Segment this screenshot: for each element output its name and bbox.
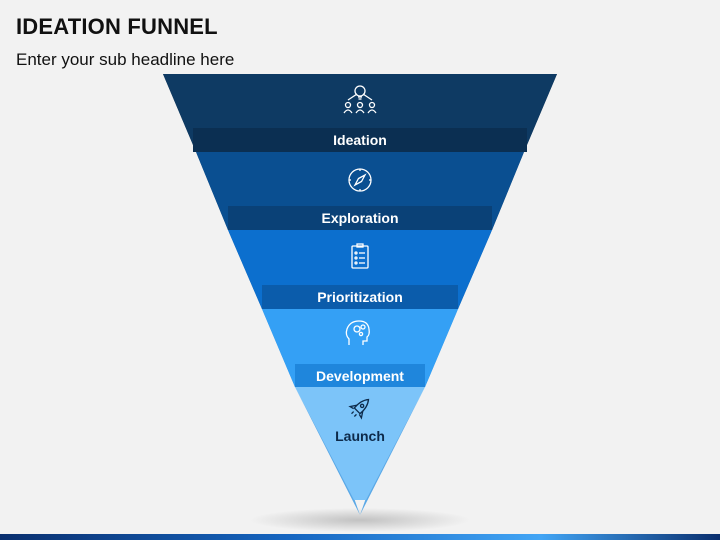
page-subtitle: Enter your sub headline here bbox=[16, 50, 235, 69]
funnel-stage-launch: Launch bbox=[295, 387, 425, 515]
stage-label-band bbox=[295, 364, 425, 387]
stage-label-ideation: Ideation bbox=[333, 132, 387, 148]
stage-label-prioritization: Prioritization bbox=[317, 289, 403, 305]
ideation-team-icon bbox=[343, 85, 377, 114]
checklist-icon bbox=[351, 243, 369, 269]
stage-side-left bbox=[295, 387, 360, 515]
funnel-stage-prioritization: Prioritization bbox=[228, 230, 492, 309]
stage-side-right bbox=[360, 387, 425, 515]
funnel-stage-exploration: Exploration bbox=[196, 152, 524, 230]
page-title: IDEATION FUNNEL bbox=[16, 14, 218, 39]
stage-label-exploration: Exploration bbox=[321, 210, 398, 226]
stage-label-launch: Launch bbox=[335, 428, 385, 444]
stage-label-band bbox=[262, 285, 458, 309]
stage-label-band bbox=[228, 206, 492, 230]
funnel-stage-ideation: Ideation bbox=[163, 74, 557, 152]
stage-label-development: Development bbox=[316, 368, 404, 384]
funnel-stage-development: Development bbox=[262, 309, 458, 387]
stage-label-band bbox=[193, 128, 527, 152]
funnel-shadow bbox=[250, 508, 470, 532]
rocket-icon bbox=[348, 398, 370, 420]
bottom-accent-bar bbox=[0, 534, 720, 540]
stage-front bbox=[295, 387, 425, 500]
head-gears-icon bbox=[345, 320, 370, 345]
compass-icon bbox=[348, 168, 372, 192]
